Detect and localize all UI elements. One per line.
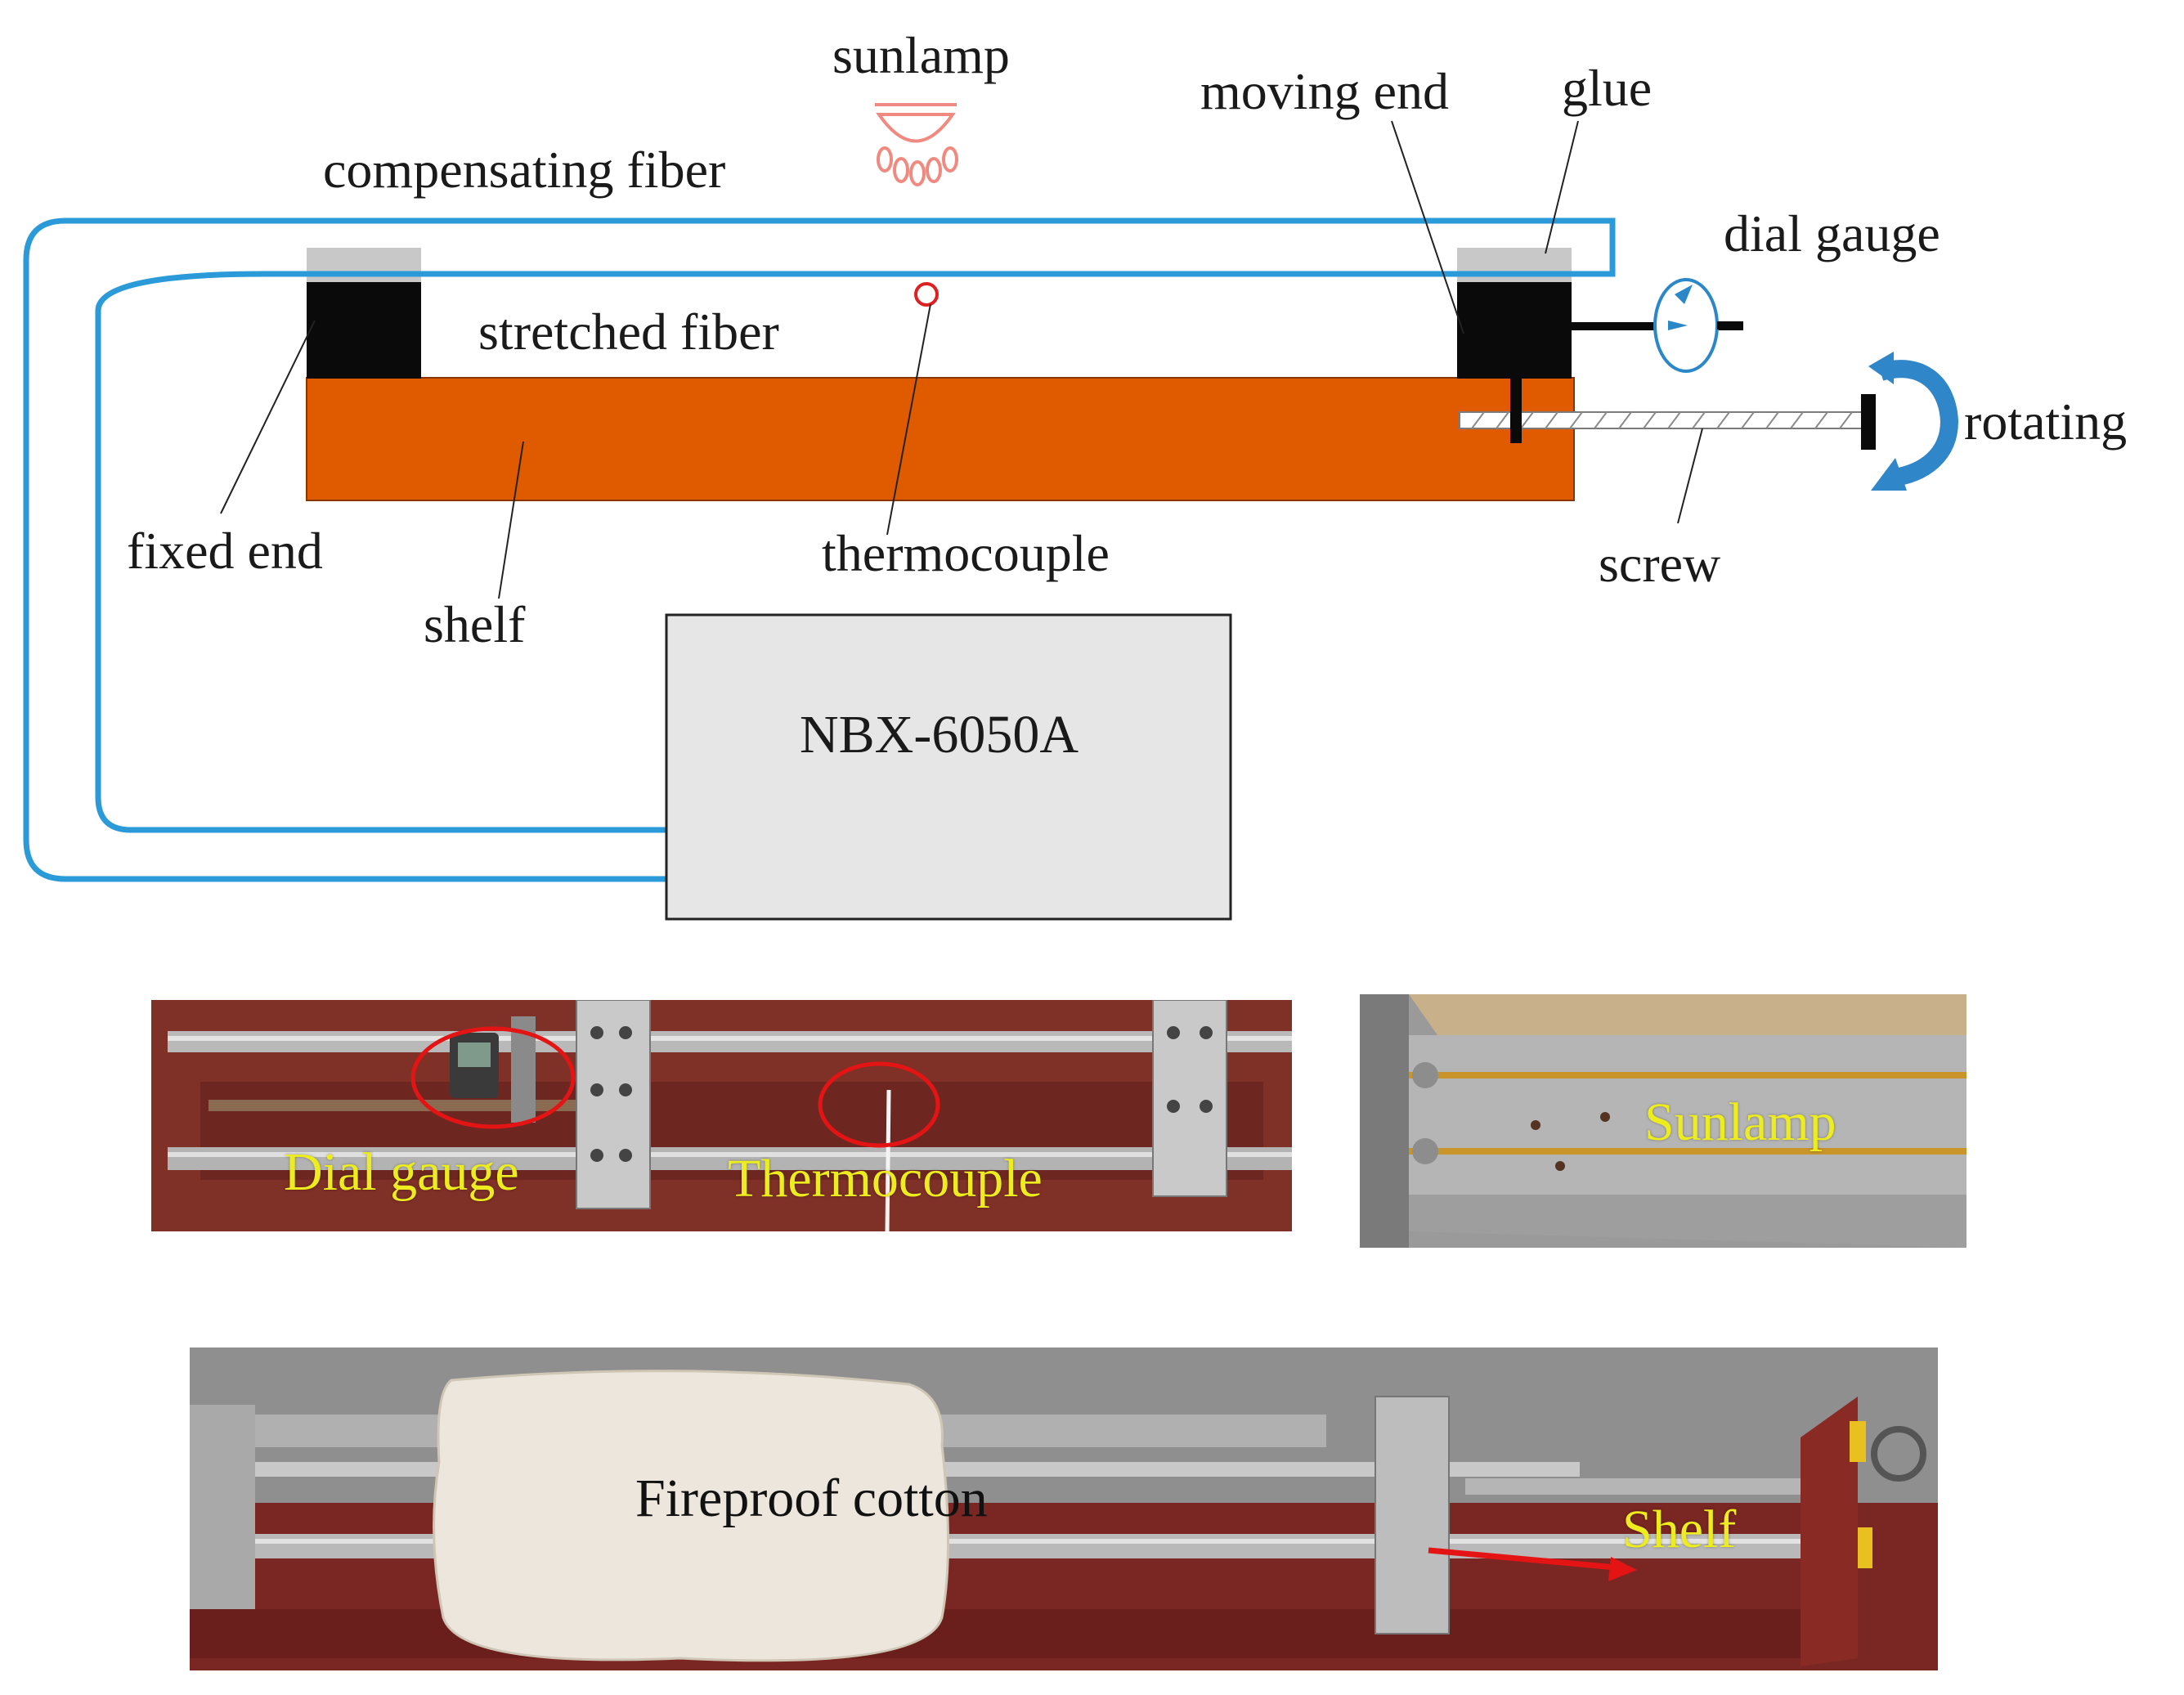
shelf-label: shelf: [424, 595, 526, 653]
shelf-pointer-arrow: [1428, 1547, 1626, 1572]
screw-nut: [1510, 376, 1522, 443]
sunlamp-photo: Sunlamp: [1360, 994, 1966, 1248]
screw-knob: [1861, 394, 1876, 450]
photo-sunlamp-label: Sunlamp: [1644, 1092, 1836, 1152]
screw-hatch: [1471, 411, 1853, 429]
shelf-bar: [306, 377, 1575, 501]
rig-photo: Dial gauge Thermocouple: [151, 1000, 1292, 1231]
device-box: [665, 613, 1232, 921]
rotating-label: rotating: [1964, 392, 2128, 451]
cotton-photo: Fireproof cotton Shelf: [190, 1347, 1938, 1670]
photo-thermocouple-label: Thermocouple: [728, 1149, 1043, 1208]
cotton-photo-art: [190, 1347, 1938, 1670]
moving-end-glue: [1457, 248, 1572, 282]
dial-gauge-label: dial gauge: [1724, 204, 1940, 262]
compensating-fiber: [23, 217, 1616, 882]
moving-end-label: moving end: [1200, 62, 1449, 120]
fixed-end-label: fixed end: [127, 522, 323, 580]
schematic-diagram: [23, 103, 1959, 921]
glue-label: glue: [1562, 59, 1653, 117]
sunlamp-icon: [875, 103, 958, 186]
thermocouple-label: thermocouple: [822, 524, 1110, 582]
leader-lines: [220, 120, 1703, 599]
dial-gauge-needle: [1675, 285, 1693, 304]
dial-gauge-stem: [1717, 321, 1743, 330]
rig-photo-art: [151, 1000, 1292, 1231]
moving-end-block: [1457, 282, 1572, 379]
dial-gauge-highlight: [410, 1026, 576, 1129]
fixed-end-block: [307, 282, 421, 379]
compensating-fiber-label: compensating fiber: [323, 141, 726, 199]
photo-dial-gauge-label: Dial gauge: [284, 1142, 519, 1202]
sunlamp-photo-art: [1360, 994, 1966, 1248]
fireproof-cotton-wrap: [433, 1370, 949, 1662]
rotating-arrow: [1877, 360, 1959, 487]
sunlamp-label: sunlamp: [832, 26, 1010, 84]
device-label: NBX-6050A: [800, 705, 1079, 765]
thermocouple-mark: [914, 282, 939, 307]
stretched-fiber-label: stretched fiber: [478, 303, 779, 361]
screw-label: screw: [1599, 535, 1721, 593]
thermocouple-highlight: [818, 1061, 940, 1148]
fixed-end-glue: [307, 248, 421, 282]
photo-shelf-label: Shelf: [1622, 1500, 1737, 1559]
photo-fireproof-cotton-label: Fireproof cotton: [635, 1469, 988, 1528]
